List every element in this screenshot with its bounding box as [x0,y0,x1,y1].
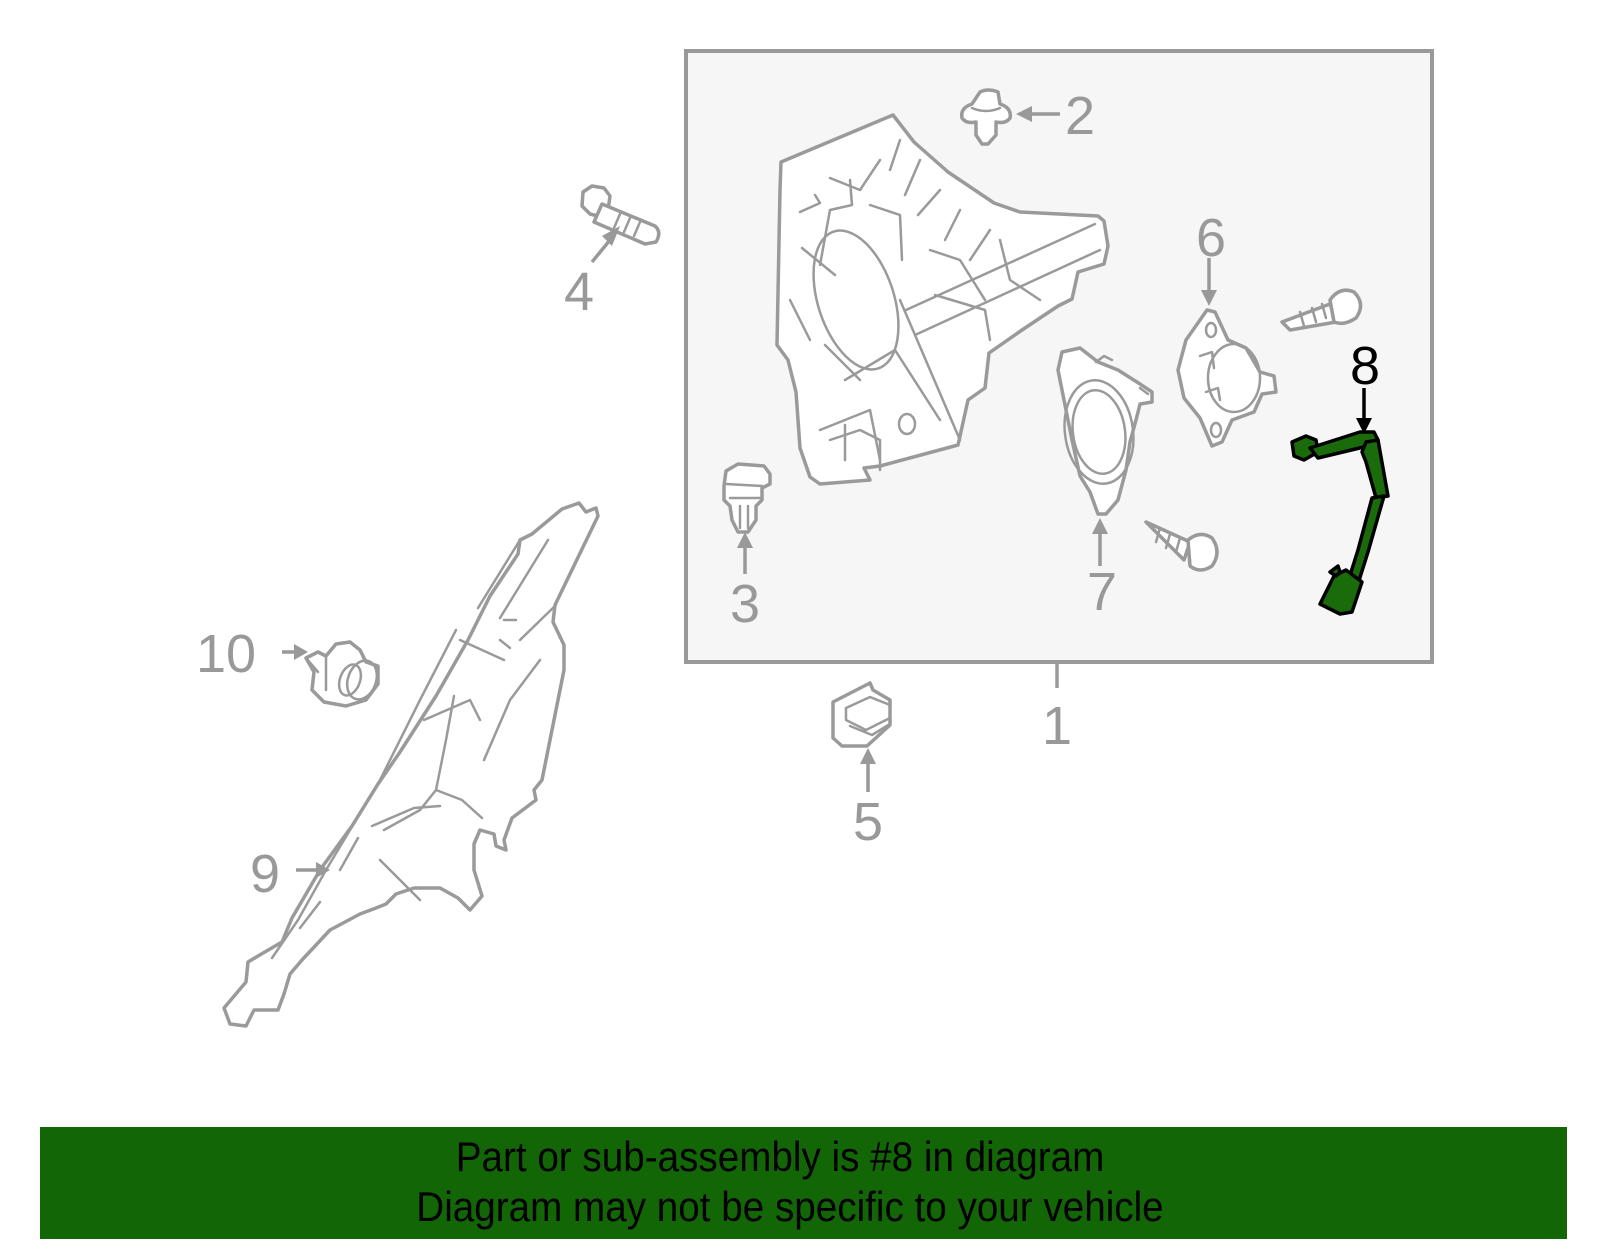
part-8-wire-harness[interactable]: 8 [1290,336,1390,616]
part-4-bolt[interactable]: 4 [564,184,661,322]
callout-8-label: 8 [1350,336,1380,396]
part-5-clip[interactable]: 5 [831,681,892,852]
callout-5-label: 5 [853,792,883,852]
callout-9-label: 9 [250,844,280,904]
banner-line-part-info: Part or sub-assembly is #8 in diagram [455,1133,1105,1180]
part-9-pillar-trim[interactable] [222,501,600,1028]
part-1-bracket[interactable] [775,113,1110,486]
part-2-push-clip[interactable]: 2 [959,86,1095,146]
callout-6-label: 6 [1196,208,1226,268]
info-banner: Part or sub-assembly is #8 in diagram Di… [40,1127,1567,1239]
screw-lower[interactable] [1144,520,1219,572]
callout-10-label: 10 [196,624,256,684]
callout-7-label: 7 [1087,562,1117,622]
part-7-speaker-bracket[interactable]: 7 [1056,346,1154,622]
callout-2-label: 2 [1065,86,1095,146]
part-10-push-retainer[interactable]: 10 [196,624,382,708]
part-6-speaker[interactable]: 6 [1176,208,1278,448]
callout-3-label: 3 [730,574,760,634]
callout-1-label: 1 [1042,696,1072,756]
part-3-retainer[interactable]: 3 [722,462,772,634]
banner-line-disclaimer: Diagram may not be specific to your vehi… [416,1183,1164,1230]
callout-4-label: 4 [564,262,594,322]
screw-upper[interactable] [1280,288,1363,332]
